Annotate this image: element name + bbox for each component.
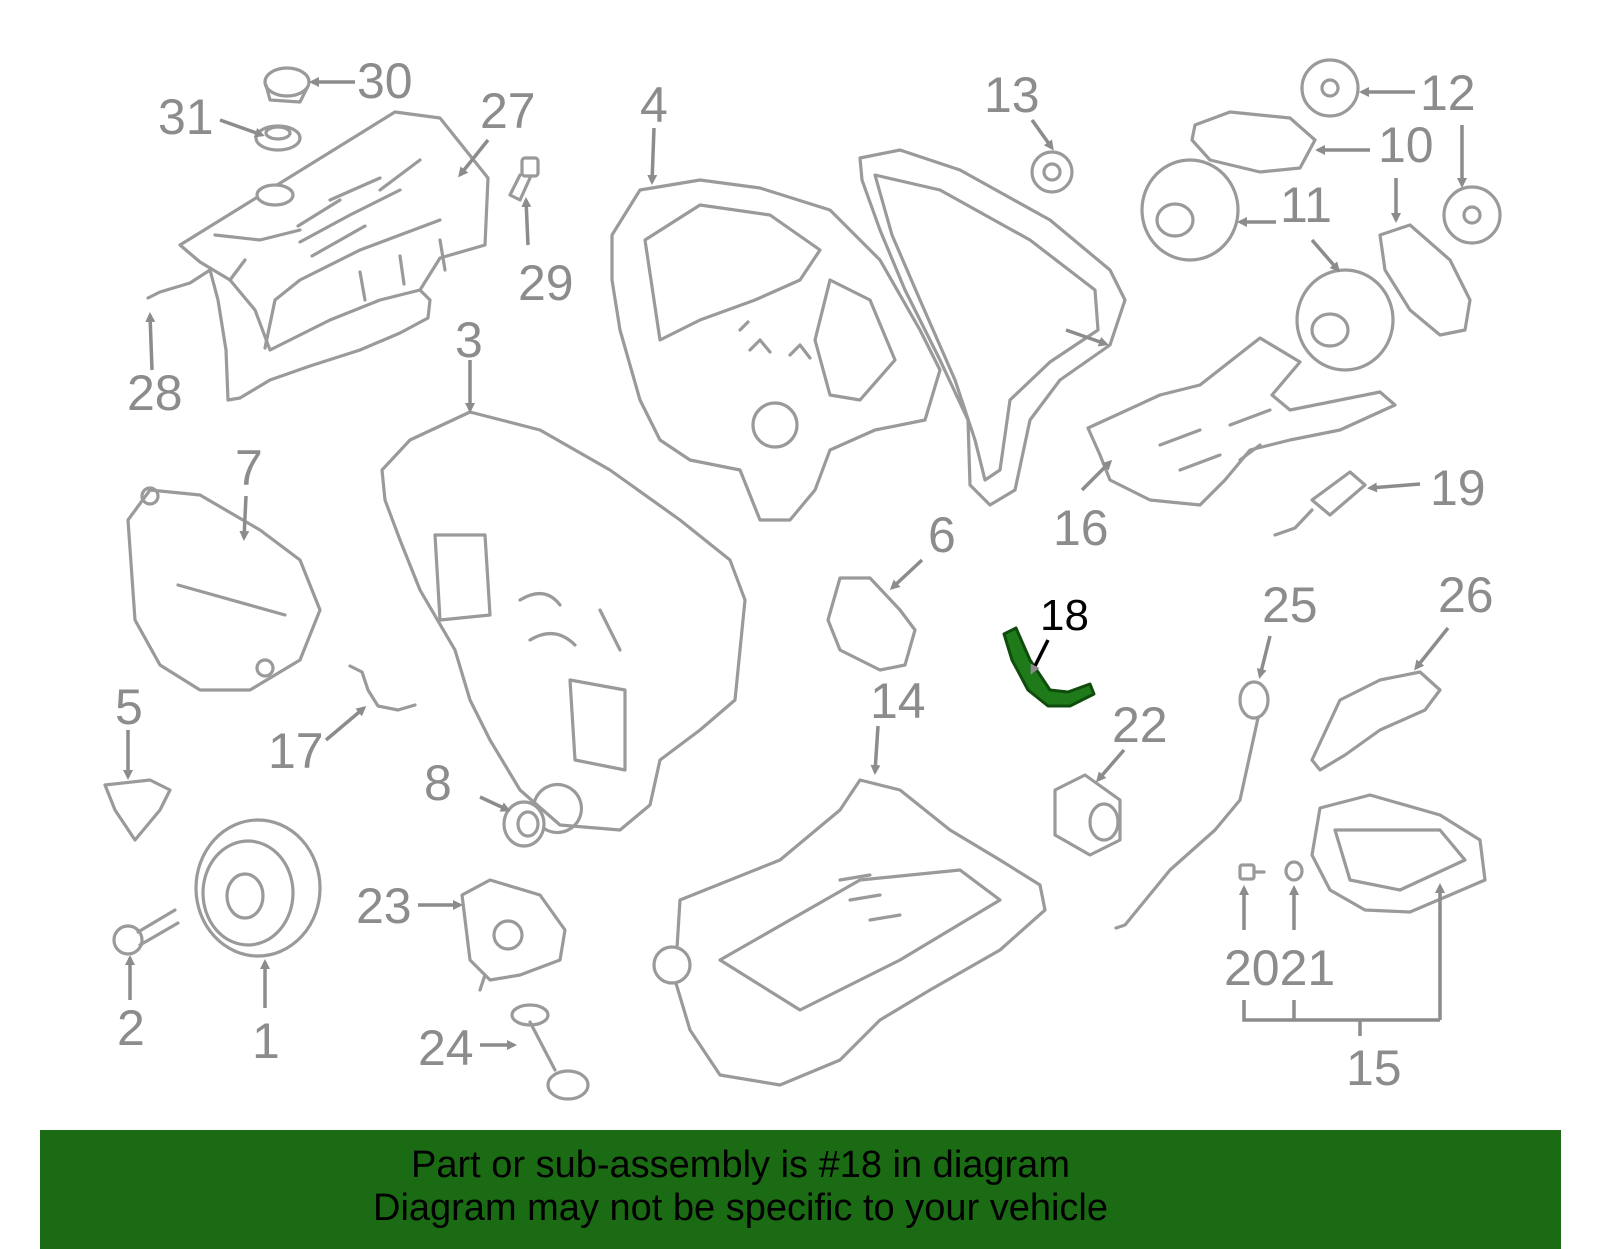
part-24-strainer [510,1003,590,1101]
callout-4: 4 [640,77,668,133]
timing-chain-inner [873,173,1100,482]
callout-16: 16 [1053,500,1109,556]
part-11-cam-sprocket [1140,158,1395,372]
callout-26: 26 [1438,567,1494,623]
part-10-chain-guide-b [1378,223,1472,337]
part-30-oil-filler-cap [263,66,311,104]
part-12-sprocket [1300,58,1502,245]
callout-2021: 2021 [1224,940,1335,996]
callout-1: 1 [252,1013,280,1069]
callout-18: 18 [1040,591,1089,640]
callout-11: 11 [1280,177,1332,233]
part-10-chain-guide [1190,110,1317,174]
part-19-bracket [1273,470,1367,537]
callout-30: 30 [357,53,413,109]
callout-31: 31 [158,89,214,145]
callout-19: 19 [1430,460,1486,516]
part-16-baffle-plate [1086,336,1397,507]
callout-2: 2 [117,1000,145,1056]
callout-17: 17 [268,723,324,779]
callout-7: 7 [235,440,263,496]
footer-banner: Part or sub-assembly is #18 in diagram D… [40,1130,1561,1249]
footer-line-1: Part or sub-assembly is #18 in diagram [411,1144,1070,1186]
footer-line-2: Diagram may not be specific to your vehi… [373,1187,1108,1229]
part-7-cover [126,486,322,692]
callout-22: 22 [1112,697,1168,753]
callout-10: 10 [1378,117,1434,173]
part-17-bracket [348,664,417,712]
callout-numbers: 30 31 27 29 28 4 3 13 12 10 11 16 19 7 6… [115,53,1494,1096]
part-6-gasket [826,576,917,672]
part-14-oil-pan [652,778,1047,1087]
part-31-seal [254,124,302,152]
callout-12: 12 [1420,65,1476,121]
part-27-valve-cover [178,110,490,352]
part-15-lower-oil-pan [1310,793,1487,914]
part-18-highlighted [1002,626,1096,708]
callout-25: 25 [1262,577,1318,633]
callout-23: 23 [356,878,412,934]
callout-leaders [123,77,1467,1050]
timing-chain [858,148,1127,507]
part-22-oil-filter [1053,773,1122,857]
callout-3: 3 [455,312,483,368]
part-25-dipstick [1114,680,1270,930]
part-1-crank-pulley [194,818,322,958]
part-4-front-timing-cover [610,178,942,522]
callout-8: 8 [424,755,452,811]
callout-24: 24 [418,1020,474,1076]
part-2-bolt [112,908,180,956]
callout-5: 5 [115,679,143,735]
callout-14: 14 [870,673,926,729]
part-8-seal [502,800,546,848]
part-28-valve-cover-gasket [146,268,432,402]
callout-15: 15 [1346,1040,1402,1096]
part-26-bracket [1310,670,1442,772]
part-23-oil-pump [460,878,567,992]
part-20-drain-plug [1238,863,1266,881]
callout-29: 29 [518,255,574,311]
callout-6: 6 [928,507,956,563]
part-5-gasket [103,778,172,842]
part-13-sprocket [1030,150,1074,194]
part-21-washer [1284,860,1304,882]
callout-13: 13 [984,67,1040,123]
callout-27: 27 [480,83,536,139]
callout-28: 28 [127,365,183,421]
part-29-sensor [508,156,540,202]
